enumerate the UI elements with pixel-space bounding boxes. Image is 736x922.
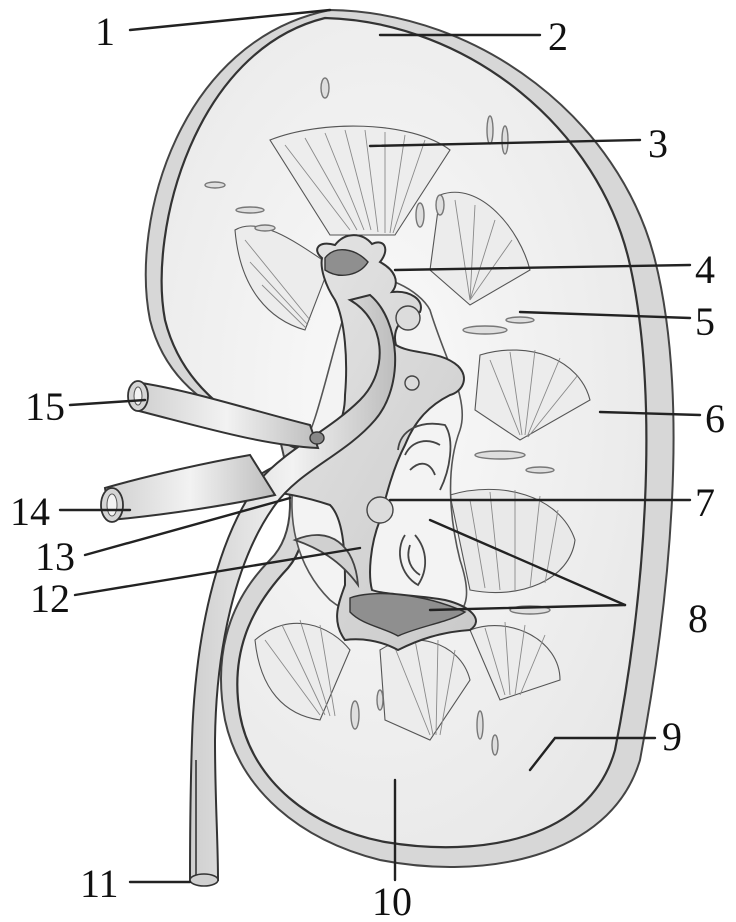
label-4: 4 [695,247,715,292]
label-3: 3 [648,121,668,166]
label-15: 15 [25,384,65,429]
label-13: 13 [35,534,75,579]
label-9: 9 [662,714,682,759]
label-8: 8 [688,596,708,641]
label-2: 2 [548,14,568,59]
label-12: 12 [30,576,70,621]
label-6: 6 [705,396,725,441]
ureter-opening [190,874,218,886]
label-14: 14 [10,489,50,534]
label-10: 10 [372,879,412,922]
label-11: 11 [80,861,119,906]
label-5: 5 [695,299,715,344]
label-7: 7 [695,480,715,525]
label-1: 1 [95,9,115,54]
renal-artery-branch-opening [310,432,324,444]
